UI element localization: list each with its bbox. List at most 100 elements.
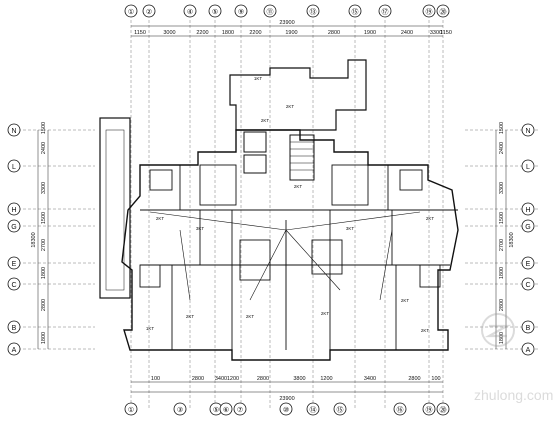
bottom-dim-value: 3800 — [293, 376, 305, 382]
left-axis-label-circle — [7, 123, 21, 137]
left-axis-label-circle — [7, 219, 21, 233]
left-axis-label: E — [12, 261, 17, 268]
top-axis-label: ① — [128, 8, 134, 16]
bottom-axis-label: ⑳ — [440, 406, 447, 414]
bottom-dim-value: 2800 — [192, 376, 204, 382]
right-dim-value: 1500 — [499, 122, 505, 134]
top-axis-label-circle — [124, 4, 138, 18]
top-axis-label-circle — [142, 4, 156, 18]
room-label: 3KT — [346, 226, 355, 231]
room-label: 1KT — [146, 326, 155, 331]
left-axis-label: N — [11, 128, 16, 135]
room-label: 2KT — [286, 104, 295, 109]
top-axis-label-circle — [234, 4, 248, 18]
top-dim-value: 3300 — [430, 30, 442, 36]
bottom-dim-value: 2800 — [408, 376, 420, 382]
bottom-axis-label: ⑯ — [397, 406, 404, 414]
top-axis-label: ② — [146, 8, 152, 16]
left-axis-label: H — [11, 207, 16, 214]
top-axis-label: ⑳ — [440, 8, 447, 16]
left-dim-value: 2800 — [41, 299, 47, 311]
top-axis-label: ⑮ — [352, 8, 359, 16]
bottom-dim-value: 100 — [151, 376, 160, 382]
right-axis-label: A — [526, 347, 531, 354]
bottom-dim-value: 3400 — [364, 376, 376, 382]
balcony-left — [99, 117, 131, 299]
right-dim-value: 3300 — [499, 182, 505, 194]
top-axis-label: ⑨ — [238, 8, 244, 16]
right-axis-label-circle — [521, 202, 535, 216]
top-dim-value: 2200 — [249, 30, 261, 36]
right-axis-label-circle — [521, 342, 535, 356]
top-dim-value: 1900 — [364, 30, 376, 36]
bottom-axis-label: ⑤ — [213, 406, 219, 414]
top-dim-value: 2800 — [328, 30, 340, 36]
top-axis-label-circle — [436, 4, 450, 18]
room-label: 2KT — [401, 298, 410, 303]
top-axis-label: ⑰ — [382, 8, 389, 16]
room-label: 2KT — [246, 314, 255, 319]
building-outline — [121, 129, 459, 361]
top-axis-label: ⑪ — [267, 8, 274, 16]
bottom-axis-label-circle — [233, 402, 247, 416]
top-dim-value: 1150 — [440, 30, 452, 36]
left-axis-label-circle — [7, 256, 21, 270]
bottom-dim-value: 1200 — [227, 376, 239, 382]
room-label: 3KT — [196, 226, 205, 231]
stair-core — [229, 59, 367, 131]
bottom-axis-label: ⑭ — [310, 406, 317, 414]
room-label: 2KT — [294, 184, 303, 189]
top-dim-value: 3000 — [163, 30, 175, 36]
bottom-axis-label: ⑩ — [283, 406, 289, 414]
elevator-shaft — [243, 131, 267, 153]
bottom-axis-label: ⑮ — [337, 406, 344, 414]
left-axis-label-circle — [7, 159, 21, 173]
right-dim-value: 2400 — [499, 142, 505, 154]
top-dim-value: 1150 — [134, 30, 146, 36]
bottom-axis-label-circle — [219, 402, 233, 416]
right-dim-value: 2800 — [499, 299, 505, 311]
left-axis-label-circle — [7, 342, 21, 356]
left-axis-label: A — [12, 347, 17, 354]
bottom-axis-label-circle — [393, 402, 407, 416]
left-axis-label-circle — [7, 202, 21, 216]
right-axis-label-circle — [521, 219, 535, 233]
top-axis-label-circle — [208, 4, 222, 18]
top-axis-label-circle — [306, 4, 320, 18]
left-dim-value: 2400 — [41, 142, 47, 154]
room-label: 2KT — [321, 311, 330, 316]
bottom-axis-label: ⑲ — [426, 406, 433, 414]
interior-walls — [139, 164, 458, 350]
room-label: 1KT — [254, 76, 263, 81]
left-dim-value: 1800 — [41, 332, 47, 344]
right-dim-value: 1800 — [499, 332, 505, 344]
top-axis-label-circle — [378, 4, 392, 18]
right-axis-label-circle — [521, 277, 535, 291]
bottom-dim-value: 2800 — [257, 376, 269, 382]
right-dim-value: 1800 — [499, 267, 505, 279]
bottom-axis-label-circle — [306, 402, 320, 416]
right-axis-label: B — [526, 325, 531, 332]
top-axis-label: ⑬ — [310, 8, 317, 16]
bottom-axis-label: ⑥ — [223, 406, 229, 414]
top-dim-value: 1900 — [285, 30, 297, 36]
right-axis-label: H — [525, 207, 530, 214]
right-axis-label: N — [525, 128, 530, 135]
balcony-left-inner — [105, 129, 125, 291]
electrical-wiring — [149, 211, 421, 330]
top-dim-value: 2400 — [401, 30, 413, 36]
watermark: zhulong.com — [474, 313, 553, 403]
right-axis-label: C — [525, 282, 530, 289]
top-axis-label-circle — [263, 4, 277, 18]
bottom-axis-label-circle — [279, 402, 293, 416]
left-dim-value: 3300 — [41, 182, 47, 194]
right-axis-label: L — [526, 164, 530, 171]
watermark-site: zhulong.com — [474, 387, 553, 403]
top-axis-label: ④ — [187, 8, 193, 16]
left-axis-label: L — [12, 164, 16, 171]
bottom-axis-label-circle — [422, 402, 436, 416]
